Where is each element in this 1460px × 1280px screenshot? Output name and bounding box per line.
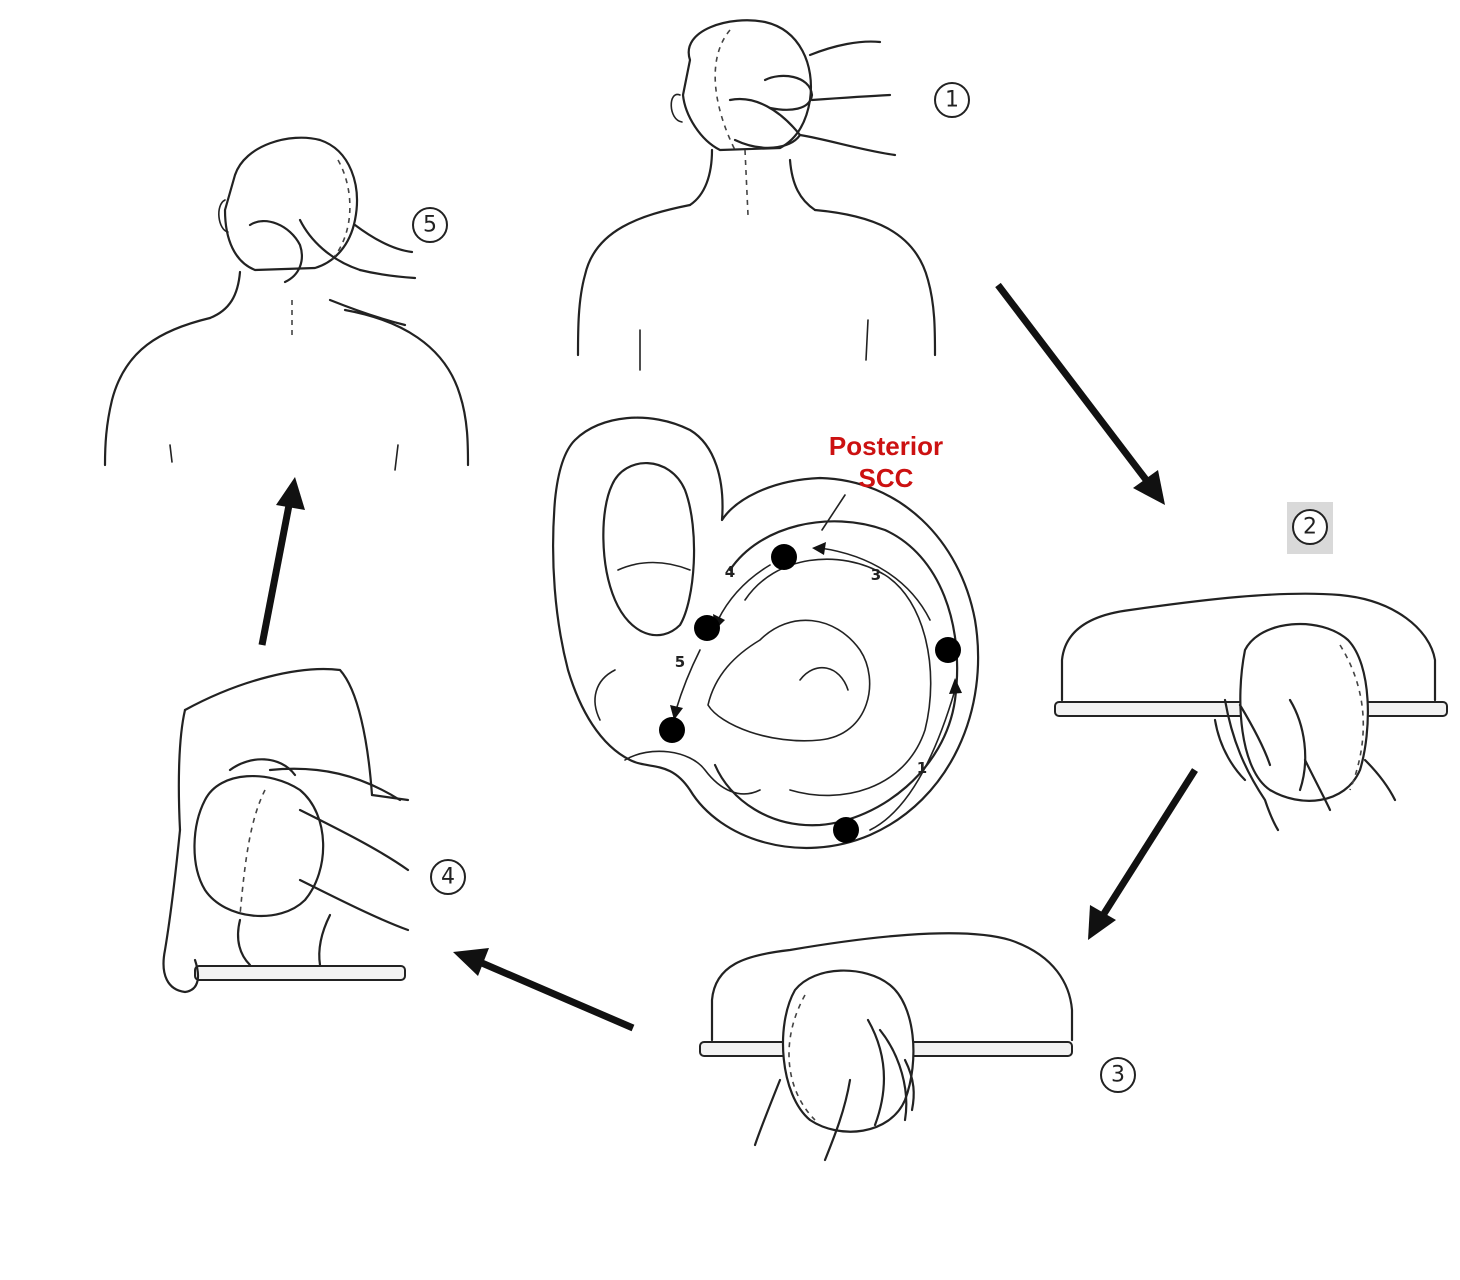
otoconia-dot: [659, 717, 685, 743]
svg-text:1: 1: [945, 88, 959, 113]
canal-marker-1: 1: [917, 759, 927, 777]
svg-text:5: 5: [423, 213, 437, 238]
step-badge-5: 5: [412, 207, 448, 243]
arrow-2-to-3: [1088, 768, 1198, 940]
step-2-figure: [1054, 592, 1448, 832]
arrow-1-to-2: [995, 282, 1165, 505]
arrow-3-to-4: [453, 948, 635, 1032]
step-badge-2: 2: [1287, 502, 1333, 554]
otoconia-dot: [935, 637, 961, 663]
posterior-scc-label-line1: Posterior: [829, 431, 943, 461]
inner-ear-diagram: 3 4 5 1 Posterior SCC: [552, 416, 980, 849]
canal-marker-5: 5: [675, 653, 685, 671]
otoconia-dot: [833, 817, 859, 843]
otoconia-dot: [771, 544, 797, 570]
arrow-4-to-5: [258, 477, 305, 646]
canal-marker-3: 3: [871, 566, 881, 584]
step-badge-1: 1: [934, 82, 970, 118]
svg-text:3: 3: [1111, 1063, 1125, 1088]
posterior-scc-label-line2: SCC: [859, 463, 914, 493]
step-badge-3: 3: [1100, 1057, 1136, 1093]
step-1-figure: [576, 19, 937, 371]
step-badge-4: 4: [430, 859, 466, 895]
sequence-arrows: [258, 282, 1198, 1032]
step-4-figure: [162, 667, 410, 994]
canal-marker-4: 4: [725, 563, 735, 581]
step-3-figure: [699, 932, 1074, 1162]
svg-text:2: 2: [1303, 515, 1317, 540]
step-5-figure: [103, 136, 470, 471]
svg-text:4: 4: [441, 865, 455, 890]
otoconia-dot: [694, 615, 720, 641]
